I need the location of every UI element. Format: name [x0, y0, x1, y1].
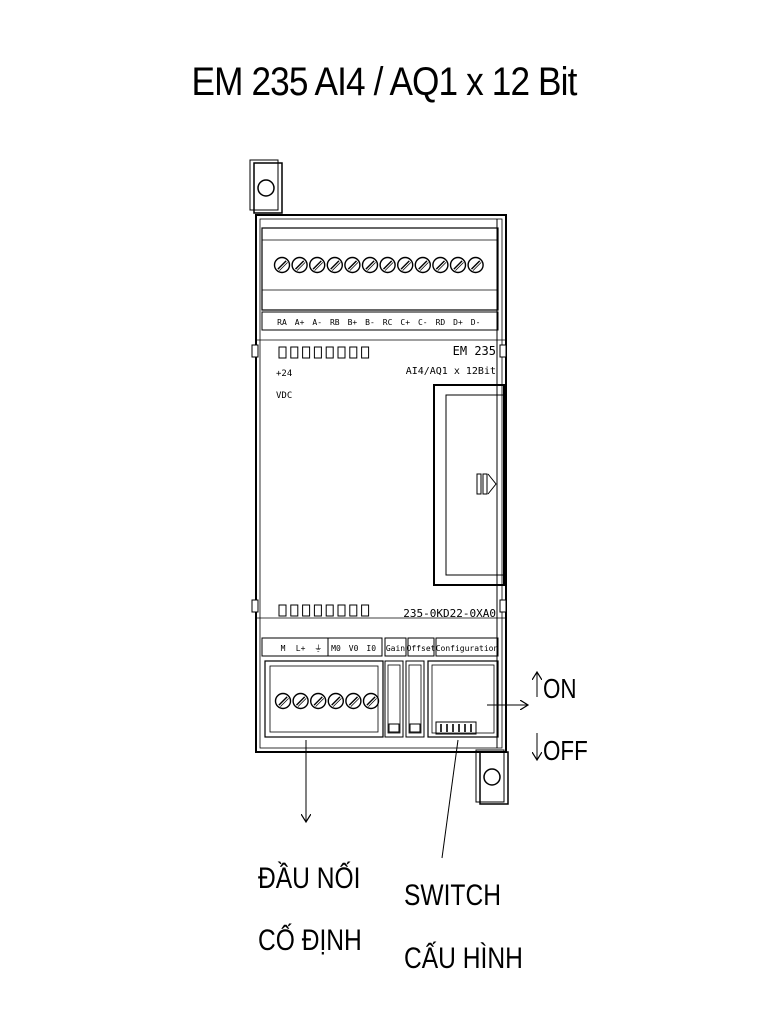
terminal-callout-line2: CỐ ĐỊNH	[258, 922, 362, 957]
top-terminal-label: B-	[365, 318, 375, 327]
status-led	[361, 604, 370, 617]
top-terminal-label: C-	[418, 318, 428, 327]
top-terminal-label: RA	[277, 318, 287, 327]
screw-terminal-icon	[379, 256, 396, 274]
screw-terminal-icon	[432, 256, 449, 274]
screw-terminal-icon	[344, 256, 361, 274]
screw-terminal-icon	[310, 692, 327, 710]
status-led	[278, 604, 287, 617]
module-body	[251, 214, 507, 753]
status-led	[337, 346, 346, 359]
status-led	[349, 604, 358, 617]
top-terminal-label: RC	[383, 318, 393, 327]
bottom-label-strip: M L+ ⏚ M0 V0 I0 Gain Offset Configuration	[261, 637, 499, 657]
screw-terminal-icon	[274, 692, 292, 710]
status-led	[278, 346, 287, 359]
supply-voltage-label: +24	[276, 369, 292, 379]
screw-terminal-icon	[292, 692, 309, 710]
module-name: EM 235	[453, 344, 496, 358]
configuration-label: Configuration	[436, 644, 499, 653]
offset-label: Offset	[407, 644, 436, 653]
power-terminal-label: L+	[296, 644, 306, 653]
screw-terminal-icon	[467, 256, 484, 274]
status-led	[302, 604, 311, 617]
top-terminal-label: RB	[330, 318, 340, 327]
expansion-connector	[433, 384, 505, 586]
status-led	[337, 604, 346, 617]
status-led	[325, 346, 334, 359]
module-subtitle: AI4/AQ1 x 12Bit	[406, 366, 496, 377]
led-row-bottom	[278, 604, 370, 617]
top-terminal-label: A+	[295, 318, 305, 327]
top-terminal-label: D+	[453, 318, 463, 327]
gain-label: Gain	[386, 644, 405, 653]
switch-callout-line1: SWITCH	[404, 878, 501, 912]
screw-terminal-icon	[273, 256, 291, 274]
switch-callout-line2: CẤU HÌNH	[404, 941, 523, 975]
top-terminal-block: RA A+ A- RB B+ B- RC C+ C- RD D+ D-	[261, 227, 499, 331]
configuration-dip-switch[interactable]	[427, 660, 499, 738]
gain-potentiometer[interactable]	[384, 660, 404, 738]
screw-terminal-icon	[326, 256, 343, 274]
screw-terminal-icon	[345, 692, 362, 710]
part-number: 235-0KD22-0XA0	[403, 607, 496, 620]
output-terminal-label: V0	[349, 644, 359, 653]
top-terminal-label: A-	[312, 318, 322, 327]
top-terminal-label: RD	[436, 318, 446, 327]
status-led	[361, 346, 370, 359]
status-led	[290, 604, 299, 617]
off-label: OFF	[543, 736, 588, 767]
power-terminal-label: ⏚	[314, 644, 322, 653]
on-label: ON	[543, 674, 577, 705]
screw-terminal-icon	[449, 256, 467, 274]
status-led	[290, 346, 299, 359]
top-terminal-label: C+	[400, 318, 410, 327]
screw-terminal-icon	[327, 692, 344, 710]
output-terminal-label: I0	[366, 644, 376, 653]
mounting-hole-icon	[249, 159, 283, 214]
status-led	[325, 604, 334, 617]
status-led	[302, 346, 311, 359]
power-terminal-label: M	[281, 644, 286, 653]
switch-state-indicator: ON OFF	[487, 672, 588, 767]
screw-terminal-icon	[361, 256, 379, 274]
top-terminal-label: B+	[348, 318, 358, 327]
terminal-callout-line1: ĐẦU NỐI	[258, 860, 360, 895]
status-led	[349, 346, 358, 359]
status-led	[313, 346, 322, 359]
offset-potentiometer[interactable]	[405, 660, 425, 738]
status-led	[313, 604, 322, 617]
screw-terminal-icon	[397, 256, 414, 274]
supply-unit-label: VDC	[276, 391, 292, 401]
diagram-title: EM 235 AI4 / AQ1 x 12 Bit	[191, 60, 578, 104]
screw-terminal-icon	[414, 256, 431, 274]
output-terminal-label: M0	[331, 644, 341, 653]
screw-terminal-icon	[362, 692, 380, 710]
screw-terminal-icon	[291, 256, 308, 274]
bottom-terminal-block	[264, 660, 384, 738]
mounting-hole-icon	[475, 749, 509, 805]
led-row-top	[278, 346, 370, 359]
screw-terminal-icon	[309, 256, 326, 274]
switch-callout-line	[441, 739, 459, 859]
top-terminal-label: D-	[471, 318, 481, 327]
